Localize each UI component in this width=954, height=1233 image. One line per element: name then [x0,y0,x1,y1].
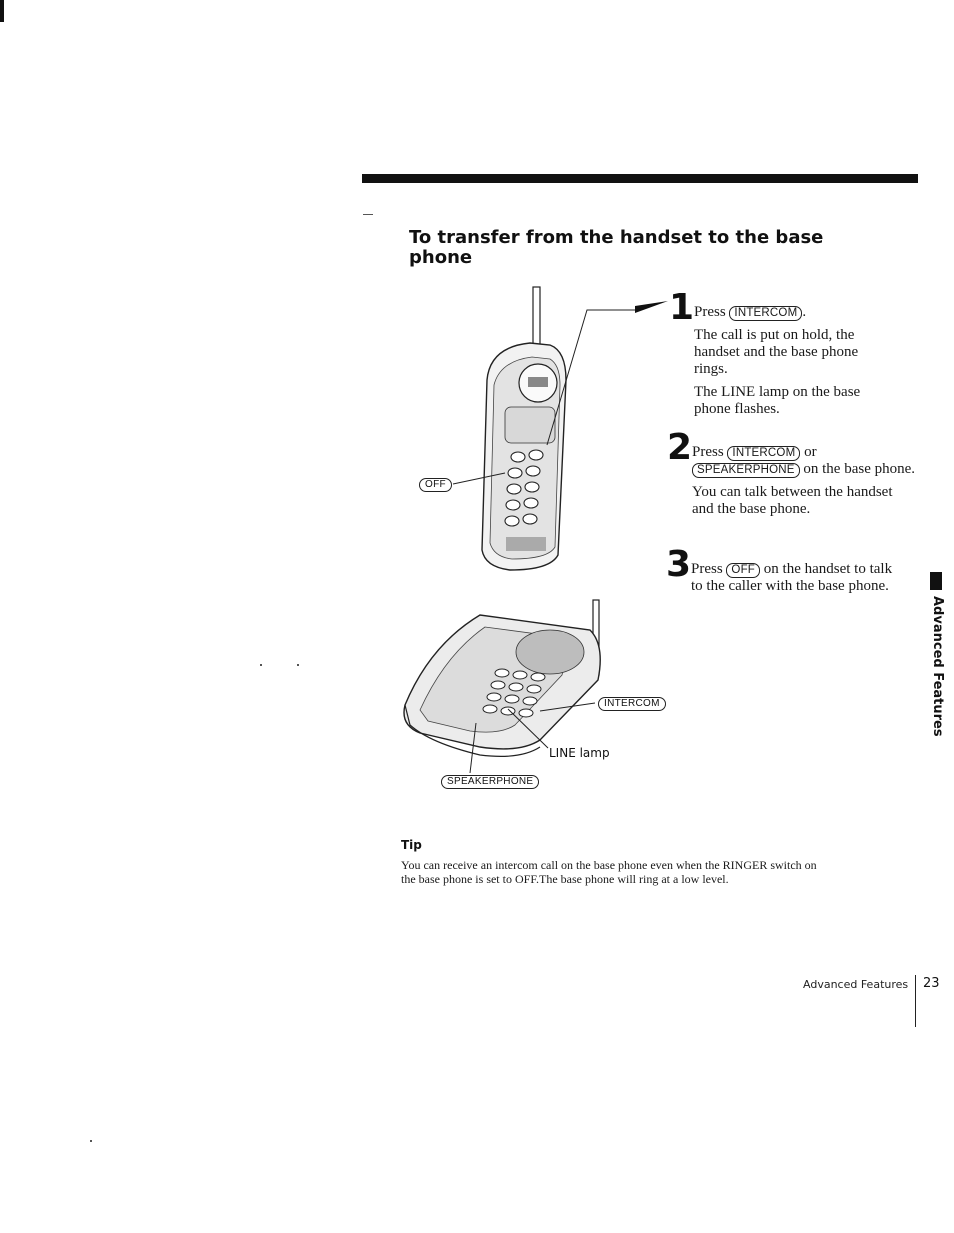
step-1-note: The call is put on hold, the handset and… [694,327,859,377]
step-1-note: The LINE lamp on the base phone flashes. [694,384,861,417]
section-tab-marker [930,572,942,590]
speakerphone-button-ref: SPEAKERPHONE [692,463,800,478]
step-3-instruction: Press OFF on the handset to talk to the … [691,561,893,594]
section-rule [362,174,918,183]
scan-speck [363,214,373,215]
intercom-button-ref: INTERCOM [727,446,801,461]
scan-speck [297,664,299,666]
step-2: Press INTERCOM or SPEAKERPHONE on the ba… [692,444,916,524]
section-tab-label: Advanced Features [930,596,945,737]
step-3: Press OFF on the handset to talk to the … [691,561,903,601]
step-2-instruction: Press INTERCOM or SPEAKERPHONE on the ba… [692,444,916,478]
line-lamp-label: LINE lamp [549,746,610,760]
step-1: Press INTERCOM. The call is put on hold,… [694,304,894,424]
tip-heading: Tip [401,838,422,852]
section-title: To transfer from the handset to the base… [409,227,824,268]
scan-speck [260,664,262,666]
footer-section-name: Advanced Features [803,978,909,991]
step-1-instruction: Press INTERCOM. [694,304,807,321]
step-1-number: 1 [669,287,695,328]
step-2-number: 2 [667,427,693,468]
off-button-callout: OFF [419,478,452,492]
intercom-button-callout: INTERCOM [598,697,666,711]
footer-divider [915,975,916,1027]
intercom-button-ref: INTERCOM [729,306,803,321]
tip-text: You can receive an intercom call on the … [401,858,817,886]
off-button-ref: OFF [726,563,761,578]
phone-illustration [403,286,668,774]
page-number: 23 [923,976,940,991]
scan-speck [90,1140,92,1142]
step-2-note: You can talk between the handset and the… [692,484,893,517]
step-3-number: 3 [666,544,692,585]
speakerphone-button-callout: SPEAKERPHONE [441,775,540,789]
page-edge-mark [0,0,4,22]
base-phone [403,599,601,757]
handset [481,286,567,571]
